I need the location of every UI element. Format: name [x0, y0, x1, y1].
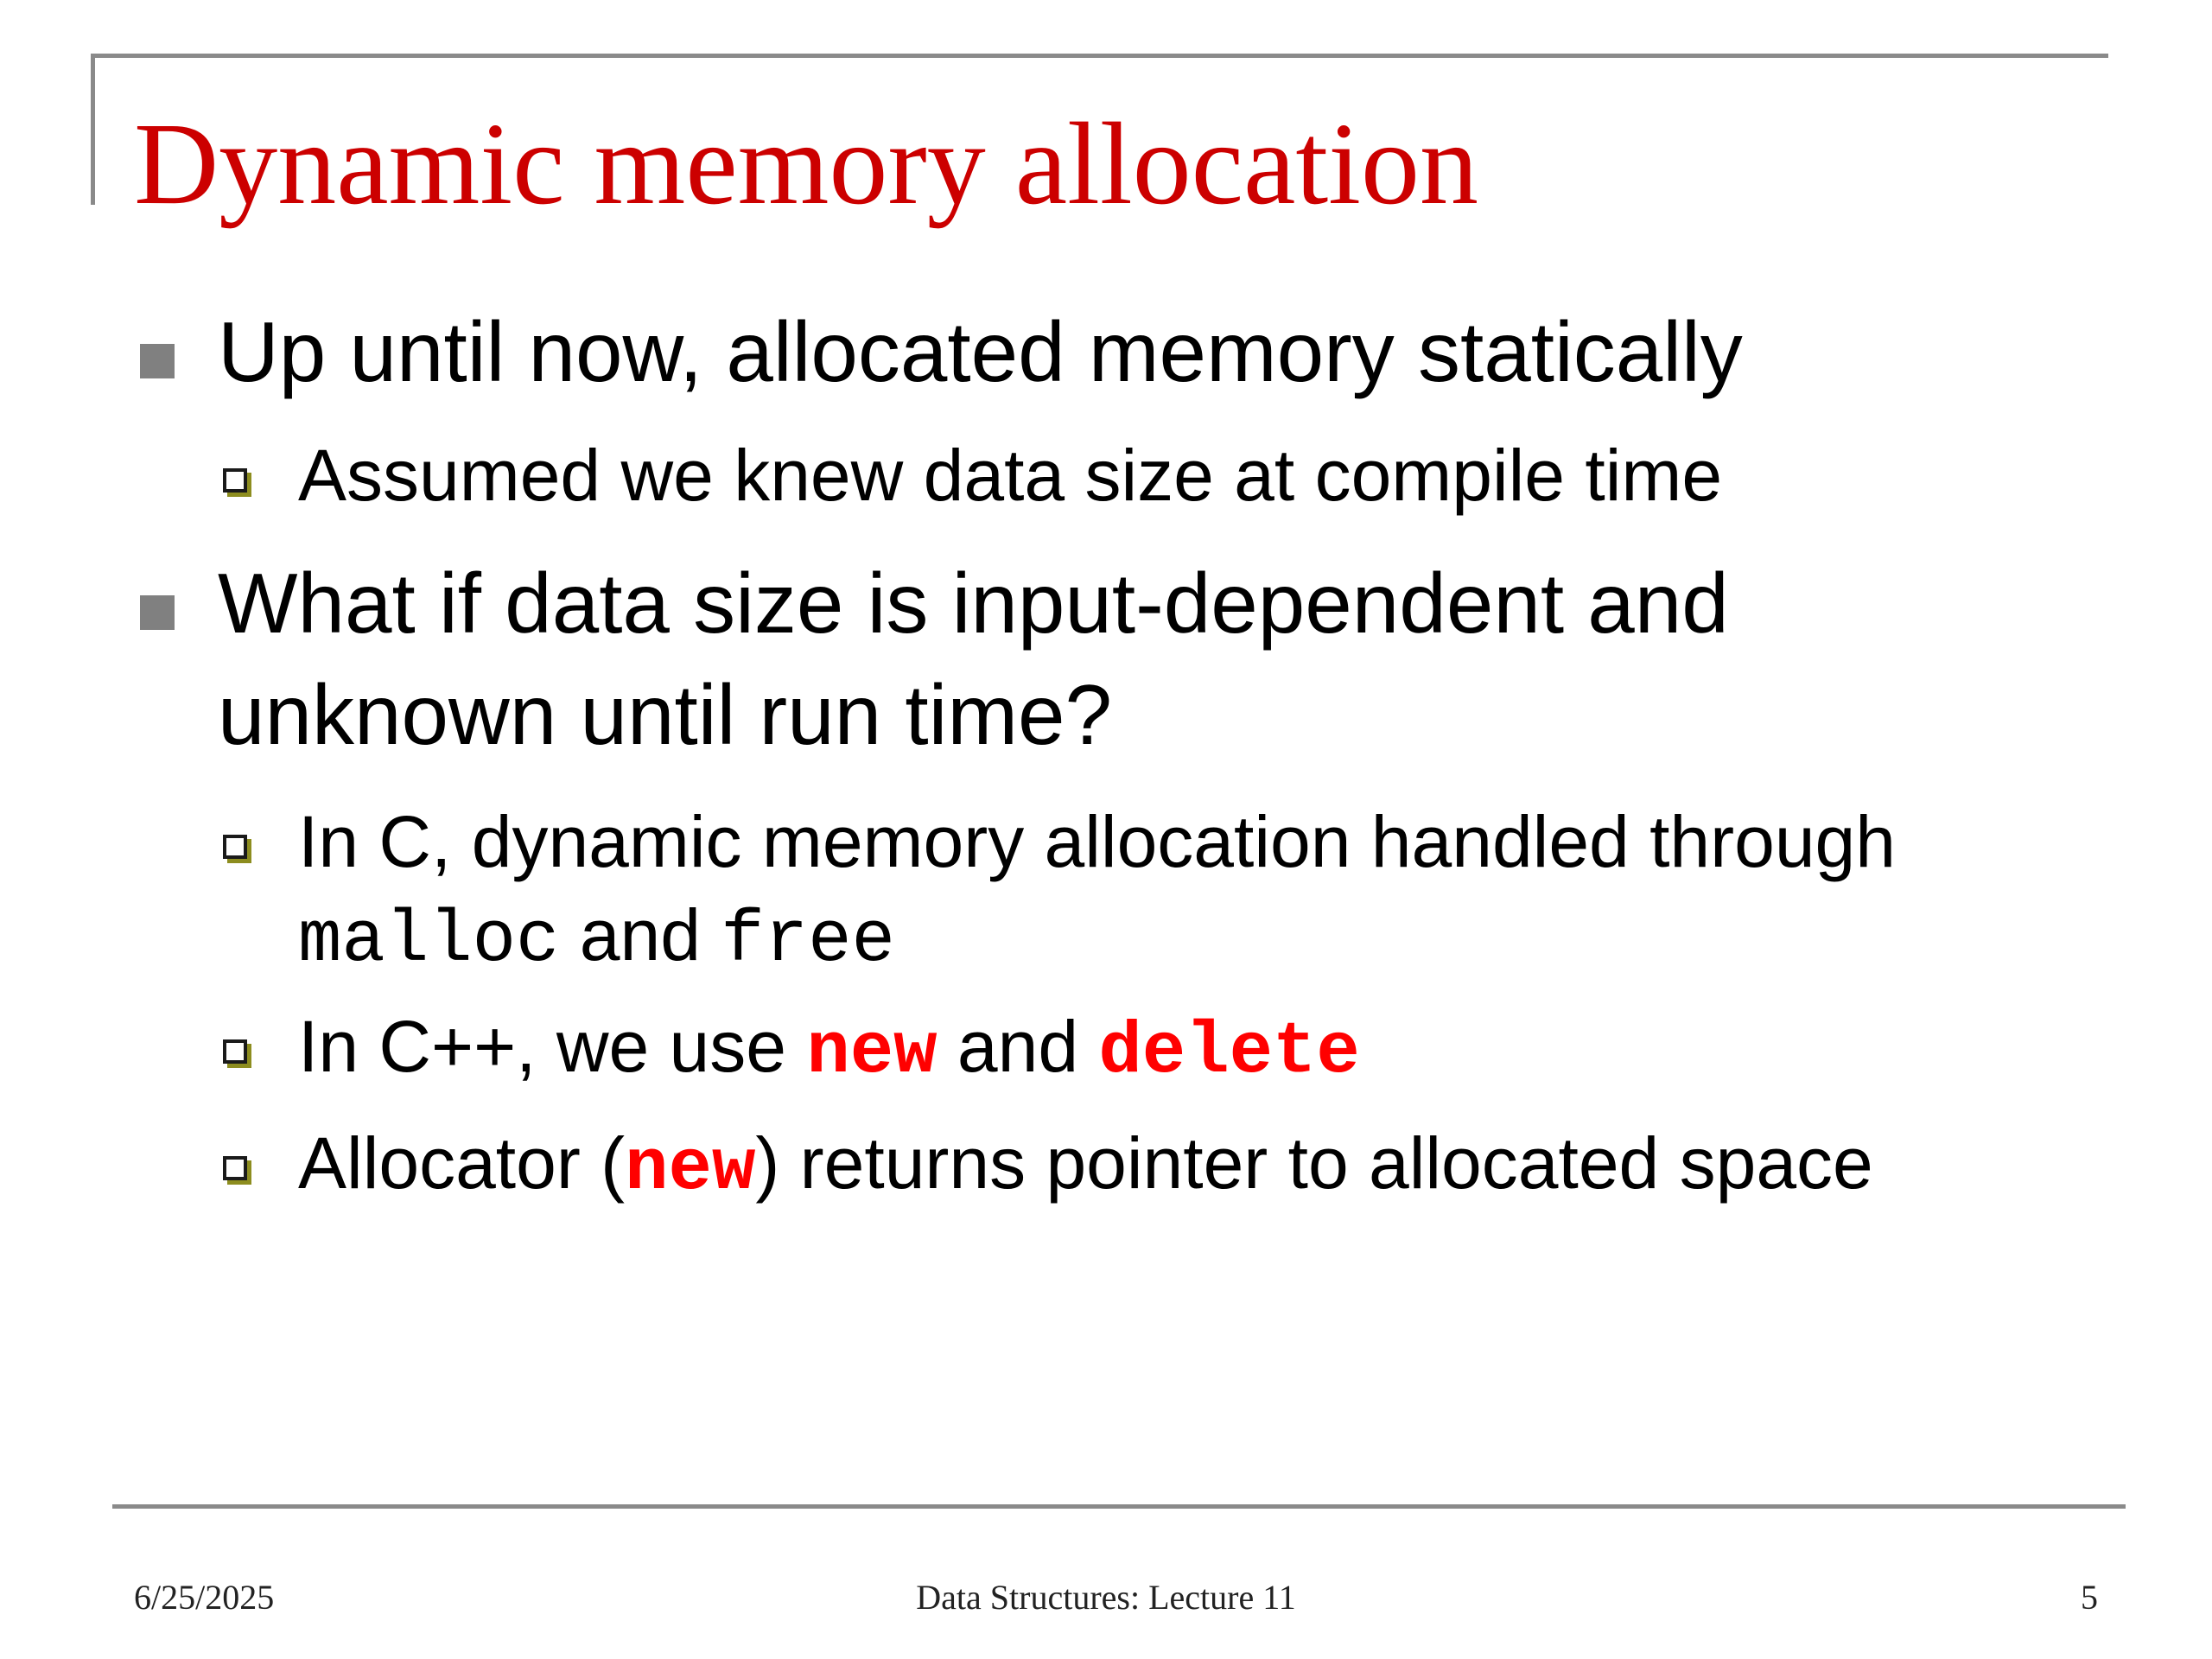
square-bullet-icon — [140, 344, 175, 378]
hollow-square-bullet-icon — [223, 835, 247, 859]
sub-bullet-item-continuation: malloc and free — [298, 887, 895, 989]
sub-bullet-prefix: Allocator ( — [298, 1122, 626, 1204]
code-free: free — [721, 900, 895, 982]
keyword-new: new — [806, 1012, 938, 1094]
sub-bullet-item: In C++, we use new and delete — [298, 999, 1360, 1101]
bottom-rule — [112, 1504, 2126, 1509]
bullet-text-line1: What if data size is input-dependent and — [218, 556, 1729, 651]
keyword-new: new — [625, 1128, 756, 1211]
hollow-square-bullet-icon — [223, 468, 247, 493]
hollow-square-bullet-icon — [223, 1039, 247, 1064]
and-text: and — [937, 1006, 1099, 1087]
footer-page-number: 5 — [2081, 1578, 2098, 1617]
bullet-item: What if data size is input-dependent and — [218, 549, 1729, 658]
sub-bullet-prefix: In C++, we use — [298, 1006, 807, 1087]
square-bullet-icon — [140, 595, 175, 630]
hollow-square-bullet-icon — [223, 1156, 247, 1180]
and-text: and — [579, 894, 701, 976]
sub-bullet-item: In C, dynamic memory allocation handled … — [298, 794, 1896, 889]
footer-date: 6/25/2025 — [134, 1578, 275, 1617]
slide-title: Dynamic memory allocation — [134, 99, 1478, 229]
bullet-item-continuation: unknown until run time? — [218, 660, 1112, 769]
sub-bullet-text: Assumed we knew data size at compile tim… — [298, 435, 1723, 516]
bullet-text: Up until now, allocated memory staticall… — [218, 304, 1743, 399]
left-rule — [91, 54, 95, 205]
sub-bullet-item: Allocator (new) returns pointer to alloc… — [298, 1116, 1873, 1217]
sub-bullet-text-line1: In C, dynamic memory allocation handled … — [298, 801, 1896, 882]
sub-bullet-item: Assumed we knew data size at compile tim… — [298, 428, 1722, 523]
keyword-delete: delete — [1098, 1012, 1360, 1094]
top-rule — [91, 54, 2108, 58]
bullet-text-line2: unknown until run time? — [218, 667, 1113, 762]
bullet-item: Up until now, allocated memory staticall… — [218, 297, 1743, 406]
footer-course-title: Data Structures: Lecture 11 — [916, 1578, 1296, 1617]
code-malloc: malloc — [298, 900, 560, 982]
sub-bullet-suffix: ) returns pointer to allocated space — [755, 1122, 1873, 1204]
